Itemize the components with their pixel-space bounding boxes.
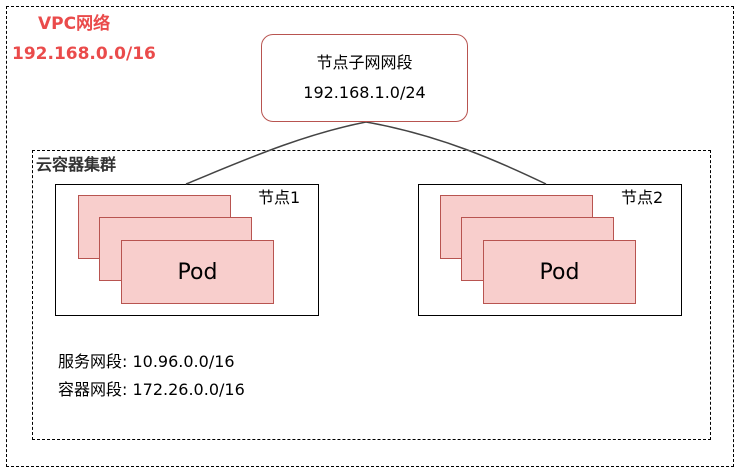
node-subnet-cidr: 192.168.1.0/24 — [303, 83, 426, 102]
cluster-region — [32, 150, 711, 440]
pod-card: Pod — [121, 240, 274, 304]
node-subnet-box: 节点子网网段 192.168.1.0/24 — [261, 34, 468, 122]
node-label-1: 节点1 — [258, 188, 301, 207]
container-cidr-label: 容器网段: 172.26.0.0/16 — [58, 380, 245, 399]
vpc-cidr: 192.168.0.0/16 — [12, 44, 156, 64]
pod-card: Pod — [483, 240, 636, 304]
vpc-title: VPC网络 — [38, 14, 111, 34]
node-subnet-title: 节点子网网段 — [316, 53, 413, 72]
connector-node-1 — [185, 121, 367, 185]
node-label-2: 节点2 — [621, 188, 664, 207]
service-cidr-label: 服务网段: 10.96.0.0/16 — [58, 352, 235, 371]
connector-node-2 — [365, 121, 547, 185]
cluster-title: 云容器集群 — [36, 155, 117, 174]
vpc-region — [6, 6, 734, 467]
